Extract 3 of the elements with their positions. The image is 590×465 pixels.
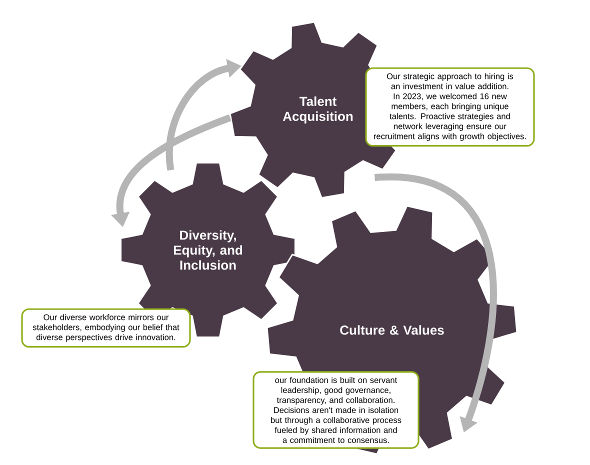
text-box: Our strategic approach to hiring is an investment in value addition. In 2023, we welcomed 16 new members, each bringing unique talents. Proactive strategies and network leveraging ensure our recruitment aligns with growth objectives. [365,67,535,147]
text-box: our foundation is built on servant leadership, good governance, transparency, and collaboration. Decisions aren't made in isolation but through a collaborative process fueled by shared information and a commitment to consensus. [252,371,420,449]
text-box: Our diverse workforce mirrors our stakeholders, embodying our belief that diverse perspectives drive innovation. [21,308,191,348]
